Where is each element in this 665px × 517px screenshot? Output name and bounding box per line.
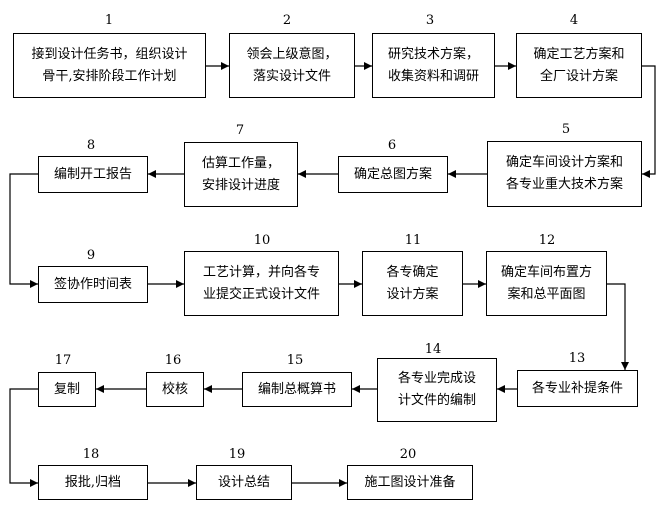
step-number-19: 19 bbox=[228, 447, 246, 462]
step-number-3: 3 bbox=[425, 13, 435, 28]
step-number-14: 14 bbox=[424, 342, 442, 357]
step-box-15: 编制总概算书 bbox=[242, 372, 352, 407]
arrow-8-9 bbox=[9, 173, 38, 288]
step-number-6: 6 bbox=[387, 138, 397, 153]
step-number-13: 13 bbox=[568, 351, 586, 366]
step-box-19: 设计总结 bbox=[196, 465, 292, 500]
step-box-5: 确定车间设计方案和 各专业重大技术方案 bbox=[487, 141, 642, 207]
step-number-12: 12 bbox=[538, 233, 556, 248]
step-number-17: 17 bbox=[54, 353, 72, 368]
step-number-20: 20 bbox=[399, 447, 417, 462]
step-box-9: 签协作时间表 bbox=[38, 266, 148, 303]
step-number-9: 9 bbox=[86, 248, 96, 263]
step-box-6: 确定总图方案 bbox=[338, 156, 448, 193]
arrow-4-5 bbox=[642, 65, 656, 178]
step-number-18: 18 bbox=[82, 447, 100, 462]
step-box-12: 确定车间布置方 案和总平面图 bbox=[486, 251, 607, 316]
step-box-14: 各专业完成设 计文件的编制 bbox=[377, 358, 497, 422]
step-number-7: 7 bbox=[235, 123, 245, 138]
step-box-20: 施工图设计准备 bbox=[347, 465, 473, 500]
step-box-7: 估算工作量， 安排设计进度 bbox=[184, 142, 298, 207]
arrow-12-13 bbox=[607, 283, 629, 370]
step-number-10: 10 bbox=[253, 233, 271, 248]
step-box-11: 各专确定 设计方案 bbox=[362, 251, 463, 316]
step-box-2: 领会上级意图， 落实设计文件 bbox=[229, 33, 355, 98]
step-number-2: 2 bbox=[282, 13, 292, 28]
step-box-3: 研究技术方案， 收集资料和调研 bbox=[372, 33, 495, 98]
step-number-5: 5 bbox=[561, 122, 571, 137]
step-number-8: 8 bbox=[86, 138, 96, 153]
step-number-4: 4 bbox=[569, 13, 579, 28]
step-box-1: 接到设计任务书，组织设计 骨干,安排阶段工作计划 bbox=[13, 33, 206, 98]
step-number-15: 15 bbox=[286, 353, 304, 368]
step-box-13: 各专业补提条件 bbox=[517, 370, 638, 407]
step-box-16: 校核 bbox=[146, 372, 204, 407]
step-box-10: 工艺计算，并向各专 业提交正式设计文件 bbox=[184, 251, 339, 316]
step-number-11: 11 bbox=[404, 233, 422, 248]
step-number-1: 1 bbox=[104, 13, 114, 28]
step-box-18: 报批,归档 bbox=[38, 465, 148, 500]
step-number-16: 16 bbox=[164, 353, 182, 368]
arrow-17-18 bbox=[9, 388, 38, 487]
step-box-8: 编制开工报告 bbox=[38, 156, 148, 193]
step-box-17: 复制 bbox=[38, 372, 96, 407]
step-box-4: 确定工艺方案和 全厂设计方案 bbox=[516, 33, 642, 98]
